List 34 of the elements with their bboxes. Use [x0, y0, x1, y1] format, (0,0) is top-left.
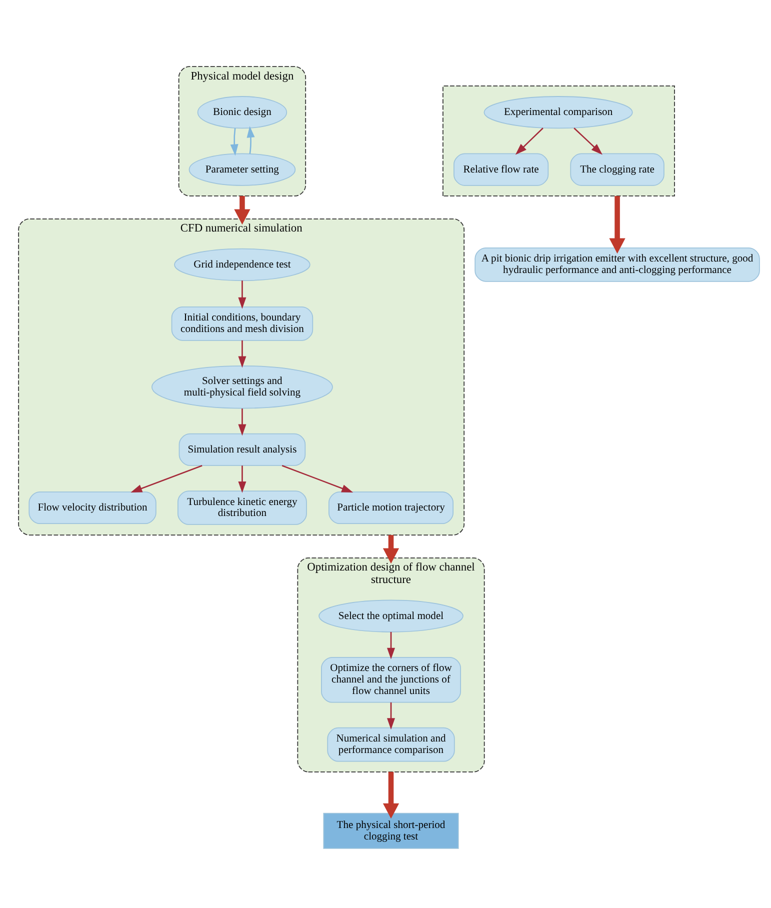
node-box: Numerical simulation and performance comparison — [327, 727, 455, 762]
arrow — [382, 772, 400, 819]
node-box: Flow velocity distribution — [28, 491, 156, 524]
arrow — [386, 632, 396, 660]
node-ellipse: Grid independence test — [174, 248, 310, 281]
arrow — [574, 128, 602, 155]
node-ellipse: Parameter setting — [188, 153, 296, 186]
cluster — [442, 86, 675, 196]
node-box: Relative flow rate — [454, 153, 549, 186]
arrow — [130, 465, 202, 493]
arrow — [282, 465, 354, 493]
arrow — [234, 196, 250, 225]
node-ellipse: Bionic design — [197, 96, 288, 129]
node-box: Turbulence kinetic energy distribution — [178, 490, 307, 525]
node-box: The clogging rate — [570, 153, 664, 186]
arrow — [238, 408, 246, 436]
node-box: The physical short-period clogging test — [323, 812, 459, 849]
arrow — [238, 340, 246, 368]
arrow — [609, 196, 626, 254]
arrow — [246, 126, 255, 154]
node-ellipse: Experimental comparison — [484, 96, 633, 129]
node-box: Particle motion trajectory — [328, 491, 454, 524]
arrow — [238, 280, 246, 309]
node-box: Optimize the corners of flow channel and the junctions of flow channel units — [321, 656, 461, 703]
arrow — [515, 128, 544, 155]
node-box: A pit bionic drip irrigation emitter with excellent structure, good hydraulic performance and anti-clogging performance — [474, 248, 760, 282]
arrow — [230, 128, 238, 156]
node-box: Initial conditions, boundary conditions and mesh division — [171, 306, 314, 341]
arrow — [382, 535, 400, 564]
node-ellipse: Select the optimal model — [318, 600, 464, 632]
arrow — [238, 466, 246, 493]
node-box: Simulation result analysis — [178, 433, 306, 466]
arrow — [386, 702, 396, 730]
node-ellipse: Solver settings and multi-physical field solving — [151, 365, 333, 409]
